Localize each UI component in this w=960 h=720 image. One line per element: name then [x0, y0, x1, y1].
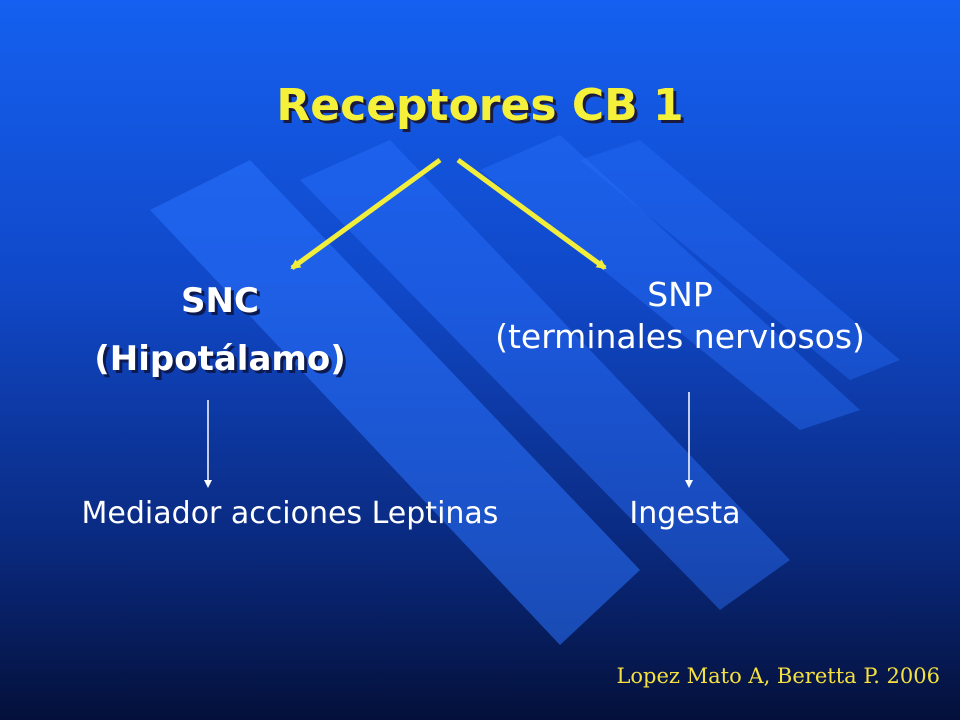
outcome-snc: Mediador acciones Leptinas — [81, 496, 499, 531]
outcome-snp: Ingesta — [629, 496, 741, 531]
node-snc-detail: (Hipotálamo) — [94, 339, 346, 379]
arrow-to-snp — [456, 157, 607, 271]
citation: Lopez Mato A, Beretta P. 2006 — [616, 664, 940, 688]
slide-title: Receptores CB 1 — [276, 80, 684, 131]
node-snp: SNP (terminales nerviosos) — [440, 274, 920, 358]
node-snp-name: SNP — [647, 275, 713, 314]
node-snc-name: SNC — [181, 281, 259, 321]
arrow-to-snc — [290, 157, 442, 271]
node-snc: SNC (Hipotálamo) — [60, 272, 380, 388]
node-snp-detail: (terminales nerviosos) — [495, 317, 865, 356]
